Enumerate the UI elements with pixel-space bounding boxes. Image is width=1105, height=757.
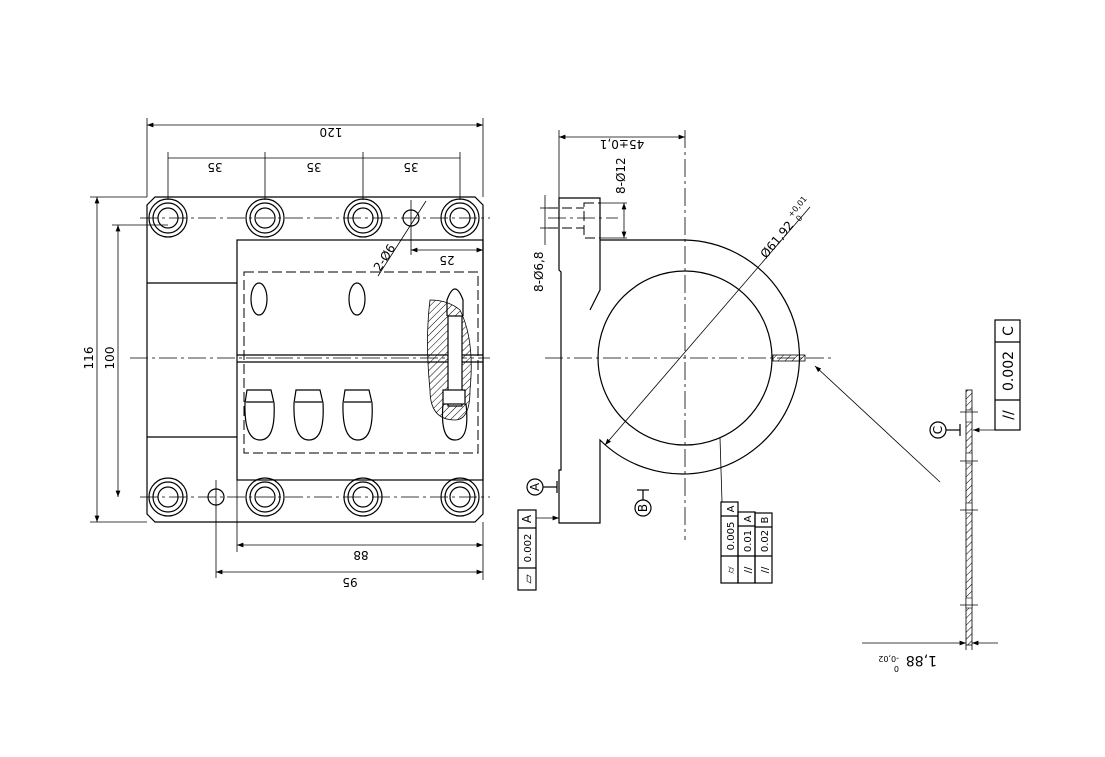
- leader-line: [814, 365, 941, 483]
- svg-text:⌭: ⌭: [726, 566, 737, 574]
- svg-text:A: A: [520, 514, 534, 523]
- inner-pocket: [236, 239, 484, 481]
- dim-offset-25: 25: [439, 253, 454, 267]
- svg-text:Ø61,92: Ø61,92: [758, 218, 797, 261]
- svg-text://: //: [760, 566, 771, 573]
- dim-pitch: 35: [403, 160, 418, 174]
- svg-text:0: 0: [794, 214, 804, 224]
- side-outline: [558, 197, 801, 524]
- svg-text:-0,02: -0,02: [878, 654, 899, 663]
- svg-text:▱: ▱: [521, 574, 535, 584]
- bore-dimension: Ø61,92 +0,01 0: [758, 194, 809, 261]
- svg-text://: //: [1001, 410, 1017, 420]
- tolerance-frames: A 0.005 ⌭ A 0.01 // B 0.02 //: [720, 501, 773, 584]
- svg-text:B: B: [636, 504, 650, 512]
- hole-callout: 8-Ø6,8: [532, 252, 546, 293]
- datum-a: A: [526, 478, 558, 496]
- parallelism-frame: C 0.002 //: [973, 319, 1021, 433]
- svg-text:0.002: 0.002: [523, 534, 534, 563]
- dim-thickness-45: 45±0,1: [600, 137, 644, 151]
- front-view: 120 35 35 35 116 100 88 95 25 2-Ø6 A 0.0…: [82, 118, 559, 591]
- dim-inner-88: 88: [353, 548, 368, 562]
- svg-text:0.01: 0.01: [743, 530, 754, 552]
- shim-section: [965, 389, 973, 646]
- dim-pin-95: 95: [342, 575, 357, 589]
- shim-thickness-dim: 1,88 0 -0,02: [878, 652, 937, 673]
- datum-b: B: [634, 489, 652, 517]
- svg-text:1,88: 1,88: [906, 652, 937, 668]
- side-view: 8-Ø6,8 8-Ø12 45±0,1 Ø61,92 +0,01 0 A B A…: [526, 130, 941, 584]
- dim-span-100: 100: [103, 347, 117, 370]
- dim-pitch: 35: [306, 160, 321, 174]
- hidden-recess: [243, 271, 479, 454]
- dim-height-116: 116: [82, 347, 96, 370]
- svg-text:0: 0: [894, 664, 899, 673]
- svg-text:C: C: [1001, 326, 1017, 336]
- dim-pitch: 35: [207, 160, 222, 174]
- datum-c: C: [929, 421, 961, 439]
- front-outline: [146, 196, 484, 523]
- svg-text:A: A: [726, 505, 737, 512]
- svg-text://: //: [743, 566, 754, 573]
- shim-view: C C 0.002 // 1,88 0 -0,02: [862, 319, 1021, 673]
- slots: [244, 282, 472, 441]
- svg-text:B: B: [760, 516, 771, 523]
- flatness-frame: A 0.002 ▱: [517, 509, 559, 591]
- svg-text:A: A: [528, 482, 542, 491]
- svg-text:0.02: 0.02: [760, 530, 771, 552]
- svg-text:0.002: 0.002: [1001, 351, 1017, 391]
- dim-width-120: 120: [320, 125, 343, 139]
- svg-text:0.005: 0.005: [726, 522, 737, 551]
- svg-text:A: A: [743, 515, 754, 522]
- svg-text:C: C: [931, 426, 945, 434]
- counterbore-callout: 8-Ø12: [614, 157, 628, 194]
- pin-callout: 2-Ø6: [371, 242, 399, 274]
